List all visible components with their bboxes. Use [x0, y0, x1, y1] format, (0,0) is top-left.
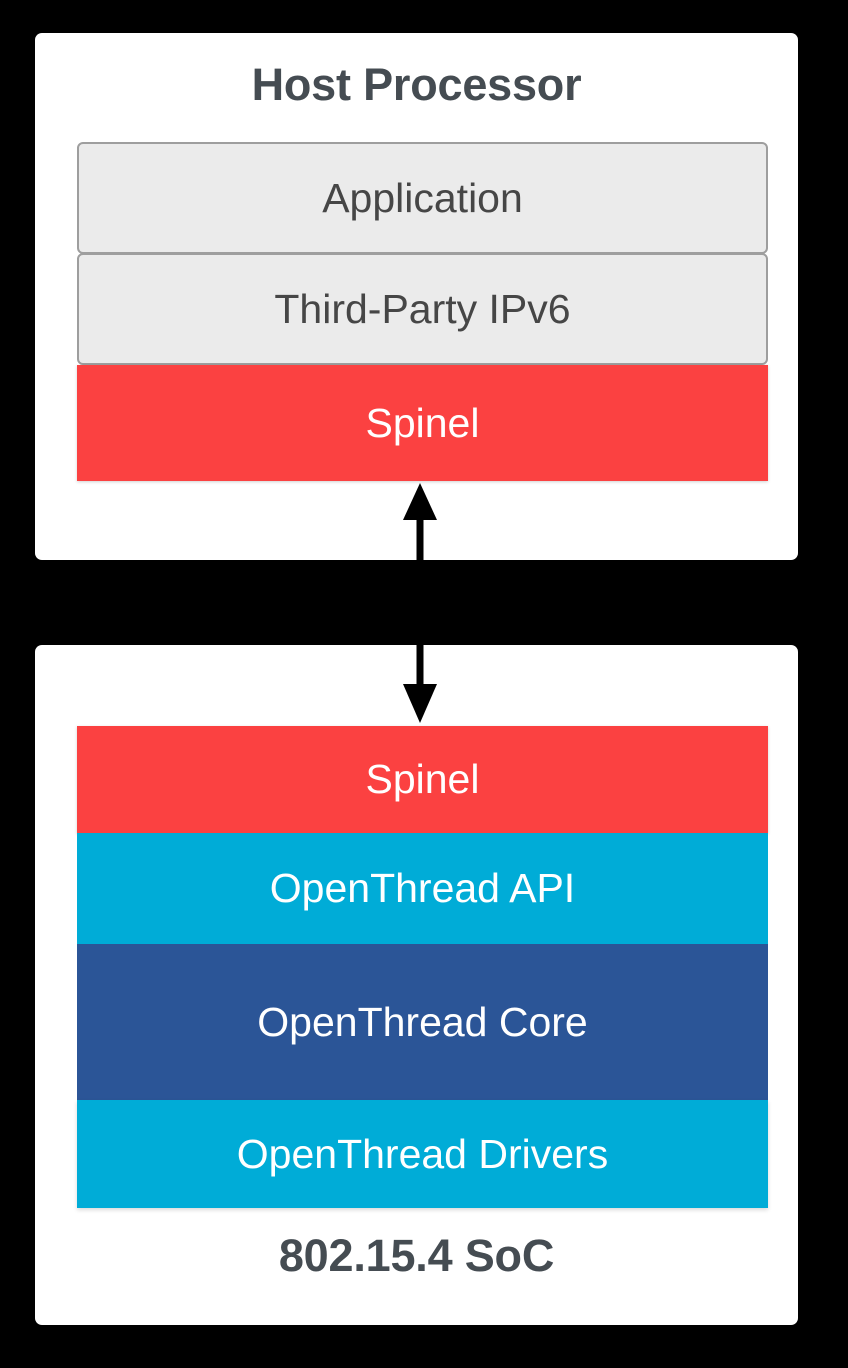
host-block-third-party-ipv6-label: Third-Party IPv6 — [274, 285, 571, 332]
host-block-spinel-label: Spinel — [365, 399, 480, 446]
soc-block-openthread-api: OpenThread API — [77, 833, 768, 944]
soc-block-openthread-core: OpenThread Core — [77, 944, 768, 1100]
soc-card-title: 802.15.4 SoC — [278, 1230, 555, 1281]
soc-block-openthread-drivers: OpenThread Drivers — [77, 1100, 768, 1208]
host-block-application-label: Application — [322, 174, 523, 221]
host-processor-card: Host Processor Application Third-Party I… — [35, 33, 798, 560]
soc-block-spinel: Spinel — [77, 726, 768, 833]
soc-block-openthread-core-label: OpenThread Core — [257, 998, 588, 1045]
soc-block-openthread-api-label: OpenThread API — [269, 865, 576, 911]
host-block-application: Application — [77, 142, 768, 254]
soc-block-spinel-label: Spinel — [365, 756, 480, 802]
soc-block-openthread-drivers-label: OpenThread Drivers — [236, 1130, 609, 1177]
host-block-spinel: Spinel — [77, 365, 768, 481]
host-block-third-party-ipv6: Third-Party IPv6 — [77, 253, 768, 365]
soc-card: Spinel OpenThread API OpenThread Core Op… — [35, 645, 798, 1325]
host-processor-title: Host Processor — [251, 59, 582, 110]
